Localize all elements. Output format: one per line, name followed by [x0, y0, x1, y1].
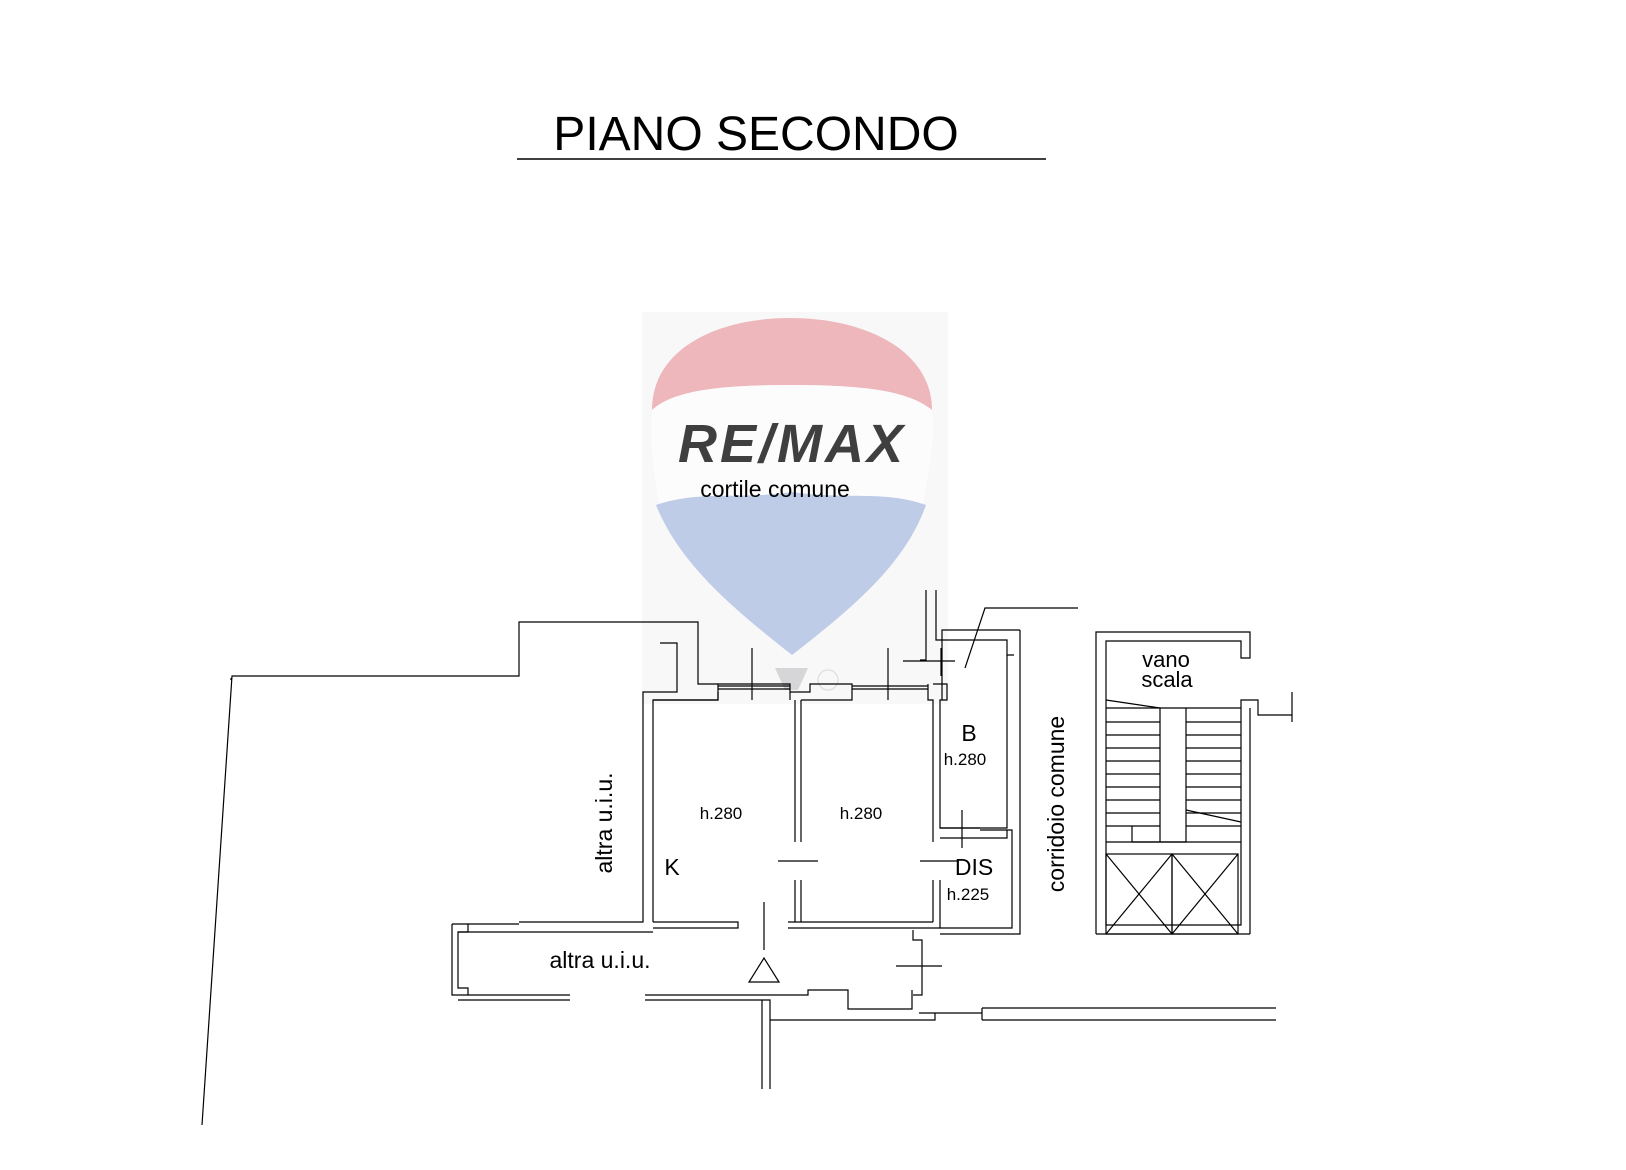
entrance-triangle-icon [747, 956, 781, 983]
page-title: PIANO SECONDO [553, 108, 958, 161]
label-vano: vano [1142, 647, 1190, 672]
room-dis-name: DIS [955, 854, 993, 880]
room-b-height: h.280 [944, 750, 987, 769]
balloon-bottom-blue [656, 492, 926, 655]
label-scala: scala [1141, 667, 1193, 692]
lower-corridor [451, 923, 1276, 1089]
remax-watermark: RE/MAX [642, 312, 948, 704]
stairwell [1095, 631, 1293, 935]
room-k-name: K [664, 854, 680, 880]
stair-treads-left [1106, 721, 1160, 827]
label-altra-uiu-horizontal: altra u.i.u. [550, 947, 651, 973]
registered-mark-icon [817, 669, 839, 691]
room-dis-height: h.225 [947, 885, 990, 904]
label-corridoio-comune: corridoio comune [1043, 716, 1069, 892]
apartment-walls [652, 590, 1078, 950]
outer-outline [201, 621, 718, 1126]
room-right-height: h.280 [840, 804, 883, 823]
floor-plan: PIANO SECONDO RE/MAX cortile comune altr… [201, 108, 1293, 1126]
balloon-middle-white [651, 385, 933, 505]
room-left-height: h.280 [700, 804, 743, 823]
watermark-brand-text: RE/MAX [678, 414, 906, 474]
label-cortile-comune: cortile comune [700, 476, 850, 502]
lift-shaft-right [1171, 853, 1239, 935]
label-altra-uiu-vertical: altra u.i.u. [591, 773, 617, 874]
balloon-top-red [652, 318, 932, 410]
stair-treads-right [1186, 721, 1241, 827]
room-b-name: B [961, 720, 976, 746]
